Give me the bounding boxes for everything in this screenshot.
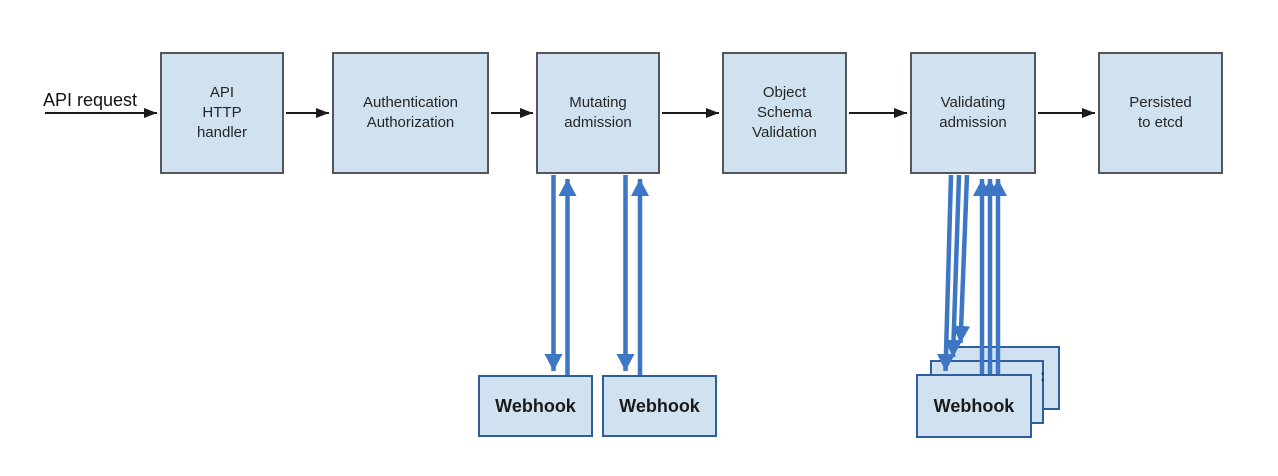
stage-label: Mutating admission [564,94,632,131]
stage-object-schema-validation: Object Schema Validation [722,52,847,174]
validating-webhook-down-arrow-3 [952,174,971,344]
api-request-label: API request [43,90,138,110]
validating-webhook-down-arrow-1 [936,174,955,372]
webhook-box-mutating-1: Webhook [478,375,593,437]
webhook-label: Webhook [495,395,576,416]
stage-label: API HTTP handler [196,84,248,141]
stage-authentication-authorization: Authentication Authorization [332,52,489,174]
stage-label: Object Schema Validation [752,84,817,141]
stage-api-http-handler: API HTTP handler [160,52,284,174]
stage-label: Authentication Authorization [362,94,459,131]
webhook-box-validating-front: Webhook [916,374,1032,438]
webhook-label: Webhook [933,395,1015,416]
webhook-box-mutating-2: Webhook [602,375,717,437]
stage-label: Validating admission [939,94,1007,131]
stage-label: Persisted to etcd [1129,94,1192,131]
stage-persisted-to-etcd: Persisted to etcd [1098,52,1223,174]
stack-ellipsis: : [1040,366,1046,385]
validating-webhook-down-arrow-2 [944,174,963,358]
stage-mutating-admission: Mutating admission [536,52,660,174]
webhook-label: Webhook [619,395,700,416]
stage-validating-admission: Validating admission [910,52,1036,174]
